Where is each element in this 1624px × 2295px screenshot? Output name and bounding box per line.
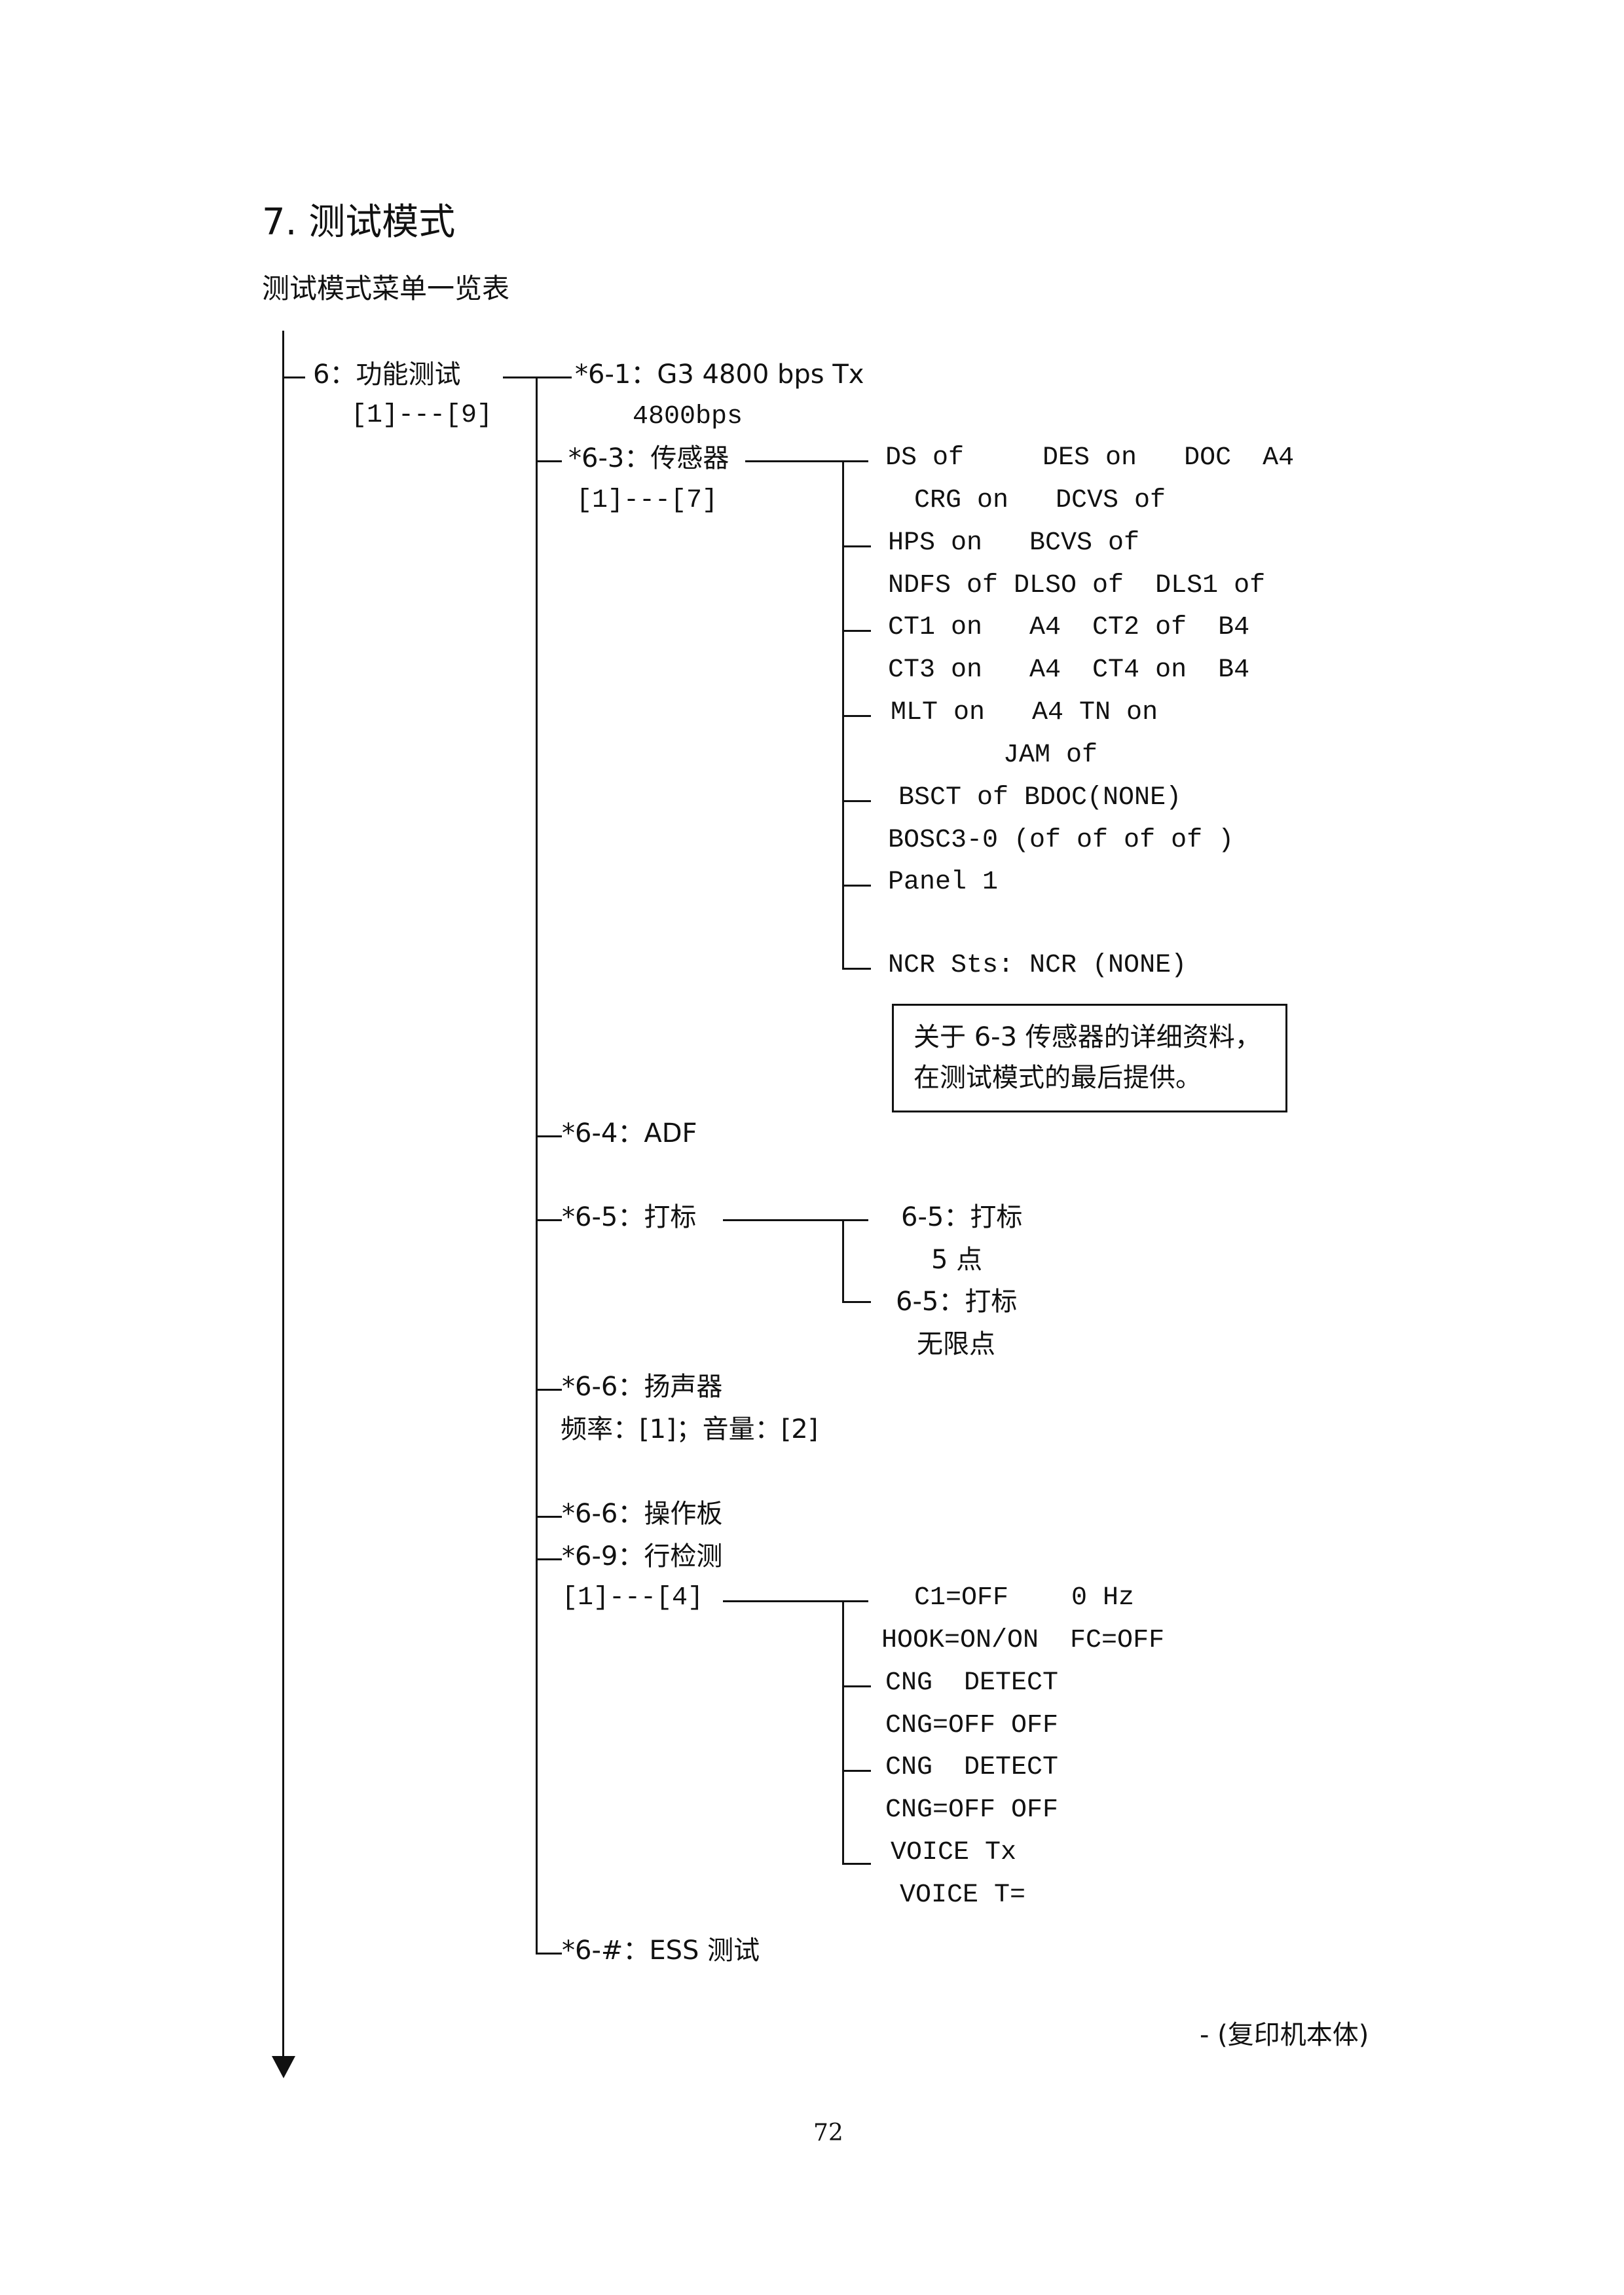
sensor-line: Panel 1 (888, 868, 999, 897)
root-label: 6：功能测试 (313, 359, 461, 390)
item-6-9-label: *6-9：行检测 (562, 1541, 723, 1571)
line-detect-line: VOICE Tx (891, 1838, 1017, 1867)
line-detect-line: CNG=OFF OFF (885, 1795, 1059, 1825)
item-6-1-rate: 4800bps (633, 402, 743, 431)
page-number: 72 (813, 2120, 843, 2146)
section-title: 7. 测试模式 (262, 201, 456, 244)
item-6-1-label: *6-1：G3 4800 bps Tx (575, 359, 864, 390)
item-6-6-panel-label: *6-6：操作板 (562, 1499, 723, 1529)
sensor-line: NDFS of DLSO of DLS1 of (888, 571, 1266, 600)
item-6-6-speaker-label: *6-6：扬声器 (562, 1372, 723, 1402)
down-arrow-icon (272, 2056, 295, 2078)
item-6-9-branch-connector (723, 1600, 868, 1602)
marker-line: 无限点 (917, 1329, 995, 1359)
line-detect-line: HOOK=ON/ON FC=OFF (881, 1626, 1165, 1655)
item-6-5-branch-connector (723, 1219, 868, 1221)
root-branch-connector (503, 376, 555, 378)
line-detect-line: CNG=OFF OFF (885, 1711, 1059, 1740)
sensor-connector (842, 630, 871, 632)
item-6-1-connector (536, 376, 572, 378)
sensor-line: DS of DES on DOC A4 (885, 443, 1295, 473)
sensor-line: JAM of (1003, 741, 1098, 770)
main-trunk-line (282, 331, 284, 2059)
footer-caption: - (复印机本体) (1200, 2020, 1369, 2050)
item-6-6-speaker-connector (536, 1389, 562, 1391)
section-subtitle: 测试模式菜单一览表 (262, 272, 510, 304)
item-6-5-label: *6-5：打标 (562, 1202, 697, 1232)
root-range: [1]---[9] (351, 401, 493, 430)
sensor-connector (842, 800, 871, 802)
line-detect-line: VOICE T= (900, 1881, 1026, 1910)
sensor-trunk-line (842, 460, 844, 968)
line-detect-connector (842, 1863, 871, 1865)
item-6-6-speaker-params: 频率：[1]；音量：[2] (561, 1414, 819, 1444)
line-detect-line: C1=OFF 0 Hz (914, 1583, 1135, 1613)
sensor-note-line: 在测试模式的最后提供。 (913, 1063, 1202, 1093)
item-6-3-connector (536, 460, 562, 462)
line-detect-connector (842, 1685, 871, 1687)
item-6-3-range: [1]---[7] (576, 486, 718, 515)
root-connector (282, 376, 305, 378)
item-6-9-range: [1]---[4] (562, 1583, 704, 1613)
marker-connector (842, 1301, 871, 1303)
level2-trunk-line (536, 376, 538, 1955)
item-6-5-connector (536, 1219, 562, 1221)
item-6-hash-label: *6-#：ESS 测试 (562, 1936, 760, 1966)
item-6-3-branch-connector (745, 460, 868, 462)
line-detect-line: CNG DETECT (885, 1668, 1059, 1698)
sensor-connector (842, 545, 871, 547)
item-6-4-label: *6-4：ADF (562, 1118, 697, 1148)
sensor-line: HPS on BCVS of (888, 528, 1140, 558)
sensor-line: MLT on A4 TN on (891, 698, 1158, 727)
item-6-4-connector (536, 1135, 562, 1137)
item-6-hash-connector (536, 1953, 562, 1955)
marker-line: 5 点 (931, 1245, 983, 1275)
sensor-line: BOSC3-0 (of of of of ) (888, 826, 1234, 855)
sensor-line: BSCT of BDOC(NONE) (898, 783, 1182, 813)
line-detect-trunk-line (842, 1600, 844, 1865)
sensor-line: CT1 on A4 CT2 of B4 (888, 613, 1250, 642)
item-6-9-connector (536, 1558, 562, 1560)
sensor-connector (842, 715, 871, 717)
sensor-connector (842, 968, 871, 970)
line-detect-connector (842, 1770, 871, 1772)
item-6-6-panel-connector (536, 1516, 562, 1518)
line-detect-line: CNG DETECT (885, 1753, 1059, 1782)
sensor-line: CRG on DCVS of (914, 486, 1166, 515)
item-6-3-label: *6-3：传感器 (568, 443, 729, 473)
sensor-line: NCR Sts: NCR (NONE) (888, 951, 1187, 980)
marker-line: 6-5：打标 (901, 1202, 1023, 1232)
marker-line: 6-5：打标 (896, 1287, 1018, 1317)
sensor-note-box: 关于 6-3 传感器的详细资料， 在测试模式的最后提供。 (892, 1004, 1287, 1112)
sensor-line: CT3 on A4 CT4 on B4 (888, 655, 1250, 685)
marker-trunk-line (842, 1219, 844, 1303)
sensor-note-line: 关于 6-3 传感器的详细资料， (913, 1022, 1261, 1052)
sensor-connector (842, 885, 871, 887)
